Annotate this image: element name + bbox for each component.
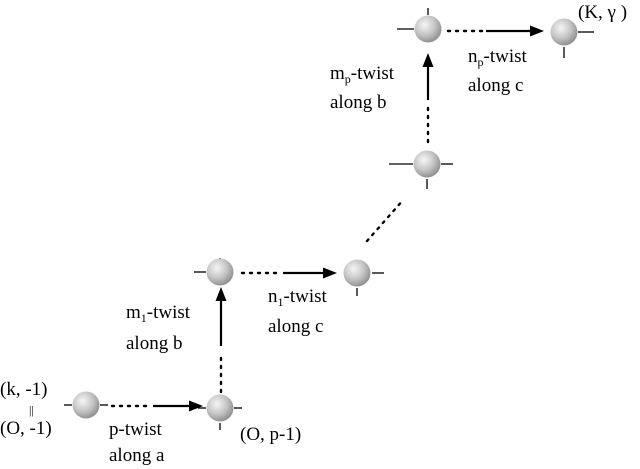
mp-post: -twist — [351, 63, 395, 84]
mp-along-label: along b — [330, 92, 386, 113]
np-post: -twist — [484, 46, 528, 67]
mp-twist-label: mp-twist — [330, 63, 395, 86]
dotted-connector-diagonal — [365, 197, 406, 243]
m1-along-label: along b — [126, 333, 182, 354]
n1-twist-label: n1-twist — [268, 286, 328, 309]
n1-post: -twist — [284, 286, 328, 307]
m1-pre: m — [126, 302, 141, 323]
np-pre: n — [468, 46, 478, 67]
mp-sub: p — [345, 72, 351, 86]
start-label-bottom: (O, -1) — [0, 418, 52, 439]
arrow-n1-twist — [283, 267, 337, 279]
p-twist-label: p-twist — [109, 419, 163, 440]
arrow-p-twist — [153, 400, 203, 412]
end-node-label: (K, γ ) — [578, 2, 627, 23]
node-o-p-1 — [198, 394, 242, 430]
p-twist-along-label: along a — [109, 445, 165, 466]
np-sub: p — [478, 55, 484, 69]
node-start — [64, 391, 108, 419]
n1-along-label: along c — [268, 316, 323, 337]
n1-pre: n — [268, 286, 278, 307]
arrow-m1-twist — [215, 287, 227, 346]
node-mp — [397, 8, 442, 43]
mp-pre: m — [330, 63, 345, 84]
node-n1 — [343, 259, 384, 296]
node-end — [550, 18, 594, 58]
m1-sub: 1 — [141, 311, 147, 325]
node-o-p-1-label: (O, p-1) — [240, 424, 301, 445]
arrow-np-twist — [486, 25, 544, 37]
m1-twist-label: m1-twist — [126, 302, 191, 325]
start-label-sub: || — [29, 403, 34, 417]
node-upper-middle — [389, 150, 453, 189]
arrow-mp-twist — [422, 53, 434, 100]
m1-post: -twist — [147, 302, 191, 323]
np-along-label: along c — [468, 75, 523, 96]
start-label-top: (k, -1) — [0, 379, 47, 400]
n1-sub: 1 — [278, 295, 284, 309]
node-m1 — [194, 258, 234, 286]
np-twist-label: np-twist — [468, 46, 528, 69]
